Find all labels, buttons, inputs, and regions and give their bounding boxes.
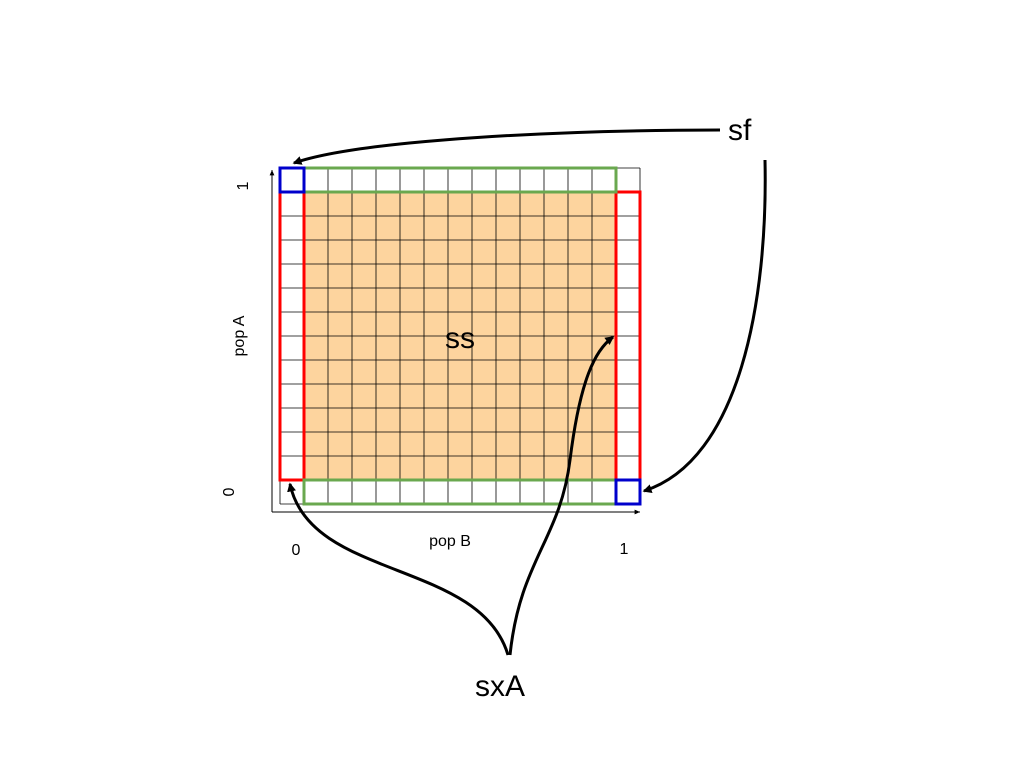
arrow-sf-to-top-left [292,128,721,165]
y-axis-label: pop A [231,315,248,356]
arrow-sxA-to-right-edge [508,335,615,656]
bottom-edge-strip [302,478,618,506]
center-label: ss [445,322,475,355]
top-edge-strip [302,166,618,194]
y-tick-0: 0 [221,487,238,496]
arrow-sf-to-bottom-right [642,159,767,493]
x-tick-1: 1 [620,541,629,558]
sf-label: sf [728,114,752,147]
y-tick-1: 1 [235,181,252,190]
x-axis-label: pop B [429,533,471,550]
sxA-label: sxA [475,670,525,703]
arrow-sxA-to-left-edge [287,482,510,656]
bottom-right-corner-cell [614,478,642,506]
top-left-corner-cell [278,166,306,194]
x-tick-0: 0 [292,542,301,559]
